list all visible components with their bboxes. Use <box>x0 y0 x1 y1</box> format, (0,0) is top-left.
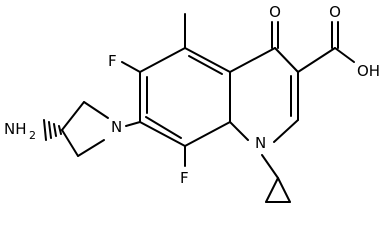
bond <box>265 177 279 203</box>
pyrrolidine: N <box>61 101 141 157</box>
atom-label-nh2-subscript: 2 <box>29 129 36 142</box>
structure-svg: O O OH F F N N <box>4 3 380 203</box>
bond <box>61 101 85 131</box>
atom-label-f-lower: F <box>180 169 189 187</box>
amine-group: NH 2 <box>4 120 36 142</box>
hash <box>43 119 47 141</box>
bond <box>334 47 355 63</box>
atom-label-o-ketone: O <box>269 3 281 21</box>
bond <box>125 121 141 127</box>
pyridone-ring <box>229 47 299 143</box>
bond <box>121 61 141 73</box>
bond <box>77 139 105 157</box>
bond <box>139 121 186 147</box>
atom-label-nh: NH <box>4 120 27 138</box>
bond <box>83 101 109 119</box>
atom-label-n-pyrrolidine: N <box>111 118 122 136</box>
bond <box>277 177 291 203</box>
bond <box>297 47 336 73</box>
atom-label-f-upper: F <box>108 52 117 70</box>
atom-label-oh: OH <box>357 62 380 80</box>
bond <box>184 47 231 73</box>
ketone: O <box>269 3 281 49</box>
molecule-diagram: O O OH F F N N <box>4 3 380 203</box>
bond <box>139 47 186 73</box>
double-bond <box>188 55 223 75</box>
hash <box>53 123 57 137</box>
hashed-wedge <box>43 119 62 141</box>
atom-label-o-acid: O <box>329 3 341 21</box>
bond <box>273 119 299 143</box>
bond <box>261 154 279 179</box>
hash <box>58 125 62 135</box>
bond <box>229 47 276 73</box>
fluorine-lower: F <box>180 145 189 187</box>
atom-label-n-ring: N <box>255 134 266 152</box>
fluorine-upper: F <box>108 52 141 73</box>
bond <box>274 47 299 73</box>
hash <box>48 121 52 139</box>
ring-nitrogen: N <box>255 134 279 179</box>
bond <box>229 121 249 141</box>
carboxylic-acid: O OH <box>297 3 380 80</box>
cyclopropyl <box>265 177 291 203</box>
benzene-ring <box>139 47 231 147</box>
bond <box>61 129 79 157</box>
bond <box>184 121 231 147</box>
double-bond <box>145 116 182 139</box>
